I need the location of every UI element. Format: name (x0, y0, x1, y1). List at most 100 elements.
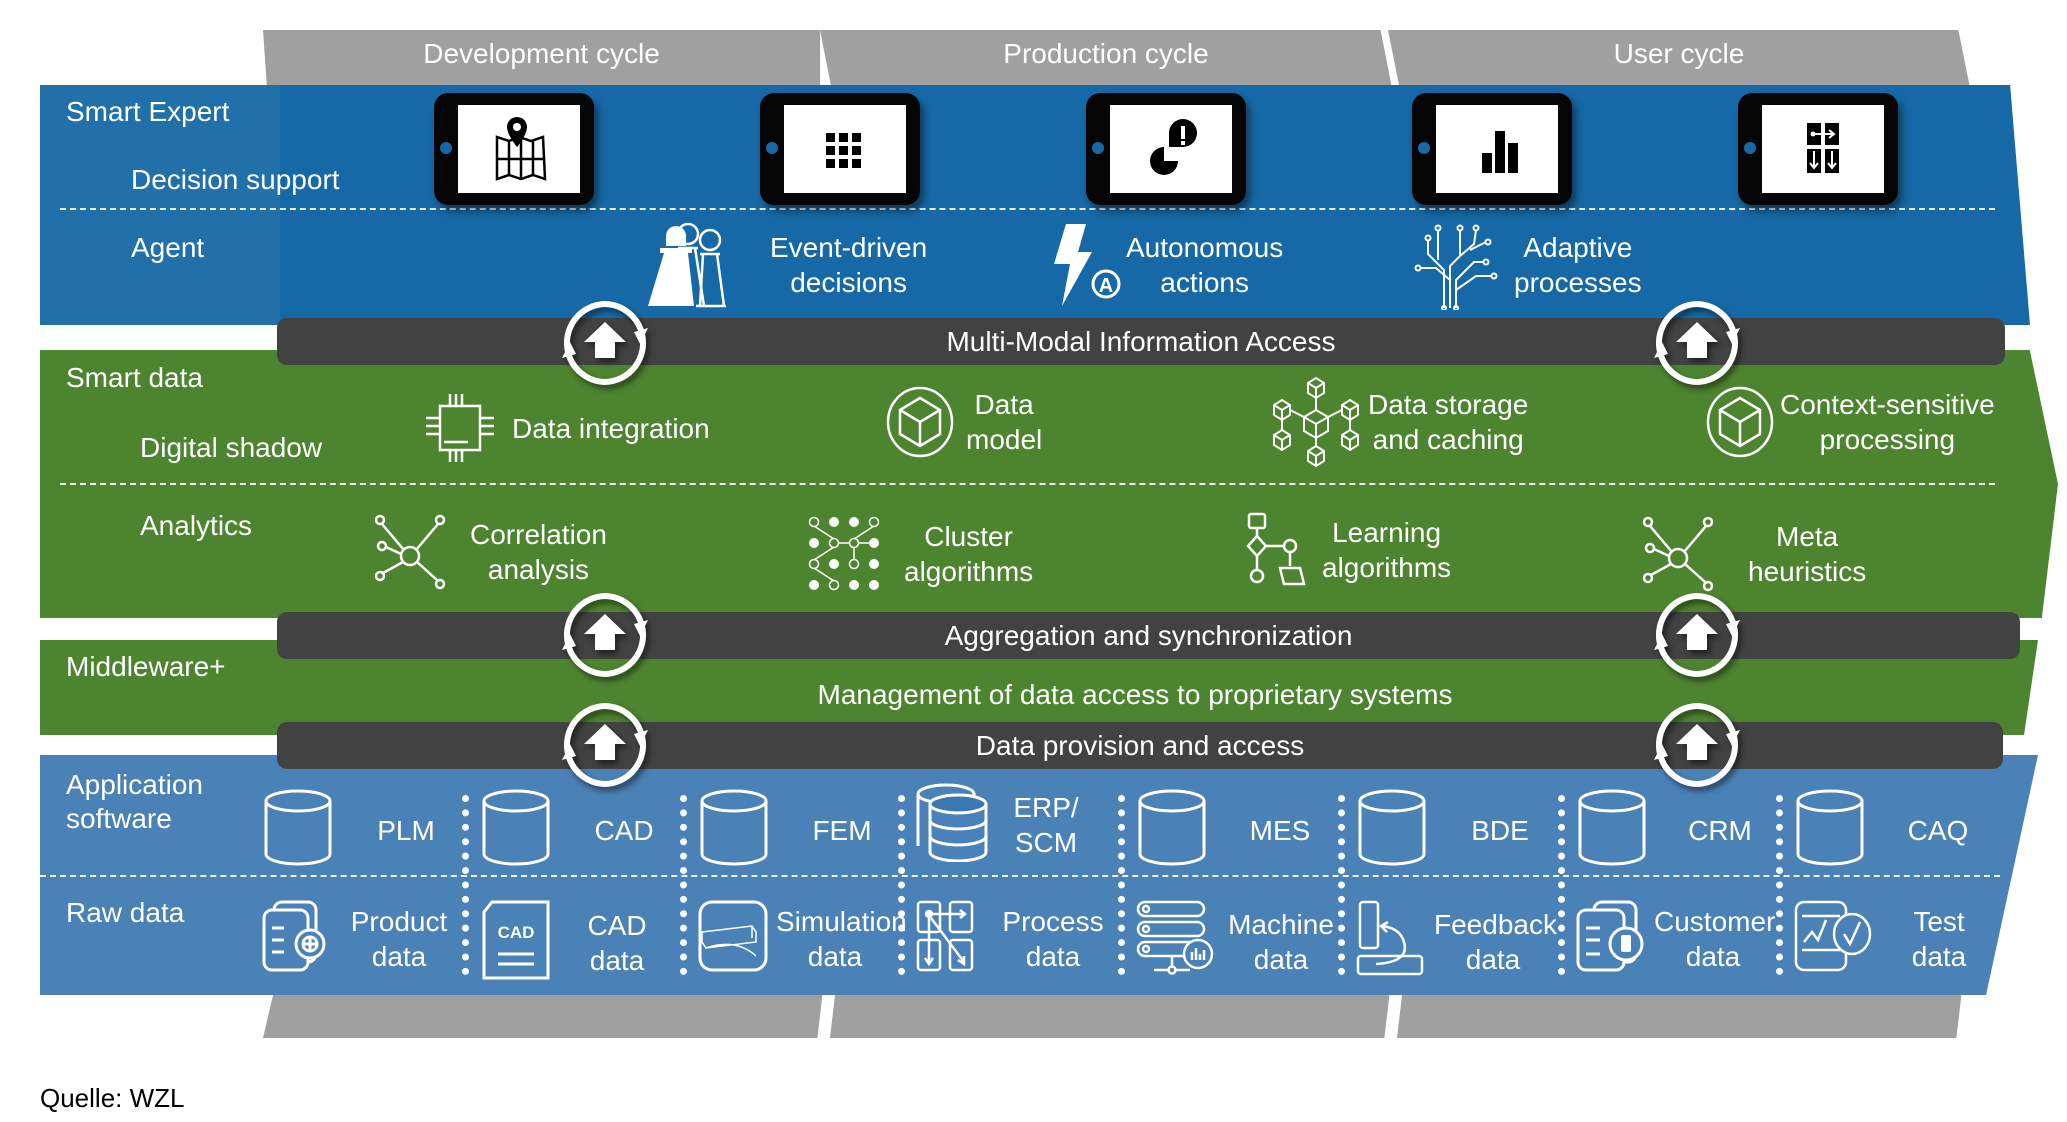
decision-support-label: Decision support (131, 164, 340, 195)
system-crm: CRM (1574, 788, 1760, 873)
analytics-item-line1: Correlation (470, 519, 607, 550)
bar-chart-icon (1482, 131, 1518, 173)
analytics-label: Analytics (140, 510, 253, 541)
agent-item-line2: processes (1514, 267, 1642, 298)
decision-device-5 (1738, 93, 1898, 205)
raw-data-label-line2: data (1025, 940, 1081, 972)
database-icon (478, 788, 554, 873)
shadow-item-data-model: Data model (884, 382, 1042, 462)
decision-device-2 (760, 93, 920, 205)
raw-data-label-line2: data (1253, 943, 1309, 975)
agent-item-line1: Adaptive (1523, 232, 1633, 263)
system-label-line2: SCM (1014, 826, 1078, 858)
system-label: CRM (1688, 815, 1752, 846)
map-pin-icon (495, 117, 547, 181)
aggregation-label: Aggregation and synchronization (944, 620, 1353, 651)
raw-data-label-line2: data (589, 944, 645, 976)
analytics-item-correlation: Correlation analysis (372, 514, 607, 590)
middleware-description: Management of data access to proprietary… (817, 679, 1453, 710)
application-title-line2: software (66, 803, 172, 834)
system-label: CAD (594, 815, 654, 846)
database-icon (1792, 788, 1868, 873)
raw-data-label: Test (1913, 905, 1965, 937)
column-separator (898, 795, 905, 975)
shadow-item-line2: processing (1819, 424, 1956, 455)
divider (60, 483, 1995, 485)
sync-up-icon (560, 590, 650, 680)
feedback-loop-icon (1354, 898, 1430, 985)
column-separator (462, 795, 469, 975)
shadow-item-line2: model (966, 424, 1043, 455)
system-caq: CAQ (1792, 788, 1978, 873)
network-node-icon (1642, 516, 1714, 592)
database-icon (1574, 788, 1650, 873)
raw-data-label: Customer (1654, 905, 1776, 937)
cluster-dots-icon (808, 516, 880, 591)
smart-expert-title: Smart Expert (66, 96, 230, 127)
agent-item-autonomous: A Autonomous actions (1046, 222, 1283, 308)
decision-device-1 (434, 93, 594, 205)
system-label: MES (1249, 815, 1311, 846)
test-check-icon (1792, 898, 1876, 979)
raw-data-label: Simulation (776, 905, 907, 937)
agent-item-line1: Autonomous (1126, 232, 1284, 263)
cube-network-icon (1273, 376, 1359, 468)
system-label: CAQ (1907, 815, 1969, 846)
cycle-label: Production cycle (1003, 38, 1209, 69)
raw-data-label-line2: data (807, 940, 863, 972)
column-separator (1558, 795, 1565, 975)
system-plm: PLM (260, 788, 446, 873)
cube-icon (886, 386, 954, 458)
system-label: FEM (812, 815, 872, 846)
pawns-icon (648, 222, 726, 308)
decision-device-4 (1412, 93, 1572, 205)
documents-globe-icon (260, 898, 336, 979)
system-fem: FEM (696, 788, 882, 873)
agent-item-line1: Event-driven (770, 232, 928, 263)
cycle-header-development: Development cycle (263, 30, 820, 88)
smart-expert-band (40, 85, 2030, 325)
system-bde: BDE (1354, 788, 1540, 873)
circuit-tree-icon (1414, 224, 1498, 310)
sync-up-icon (1652, 590, 1742, 680)
database-icon (1354, 788, 1430, 873)
system-label: PLM (377, 815, 435, 846)
agent-item-line2: decisions (790, 267, 907, 298)
shadow-item-line1: Context-sensitive (1780, 389, 1995, 420)
shadow-item-line1: Data (974, 389, 1034, 420)
cycle-footer-user (1397, 990, 1962, 1038)
raw-data-label-line2: data (1465, 943, 1521, 975)
system-cad: CAD (478, 788, 664, 873)
system-label: ERP/ (1013, 791, 1079, 823)
svg-text:A: A (1099, 275, 1113, 297)
cad-file-icon: CAD (478, 898, 554, 987)
agent-item-event-driven: Event-driven decisions (648, 222, 927, 308)
shadow-item-line1: Data storage (1368, 389, 1529, 420)
analytics-item-line2: analysis (487, 554, 590, 585)
process-flow-icon (914, 898, 990, 979)
cycle-label: User cycle (1613, 38, 1745, 69)
sync-up-icon (1652, 298, 1742, 388)
grid-icon (826, 133, 861, 168)
raw-data-label-line2: data (1685, 940, 1741, 972)
data-provision-label: Data provision and access (975, 730, 1305, 761)
analytics-item-meta: Meta heuristics (1640, 516, 1866, 592)
sync-up-icon (560, 298, 650, 388)
analytics-item-line2: algorithms (1322, 552, 1452, 583)
system-erp: ERP/SCM (914, 782, 1086, 867)
shadow-item-line2: and caching (1372, 424, 1524, 455)
cycle-footer-development (263, 990, 823, 1038)
network-node-icon (374, 514, 446, 590)
raw-data-label-line2: data (1911, 940, 1967, 972)
divider (40, 875, 2000, 877)
flowchart-icon (1246, 512, 1306, 586)
cycle-footer-production (830, 990, 1390, 1038)
analytics-item-line1: Learning (1332, 517, 1442, 548)
